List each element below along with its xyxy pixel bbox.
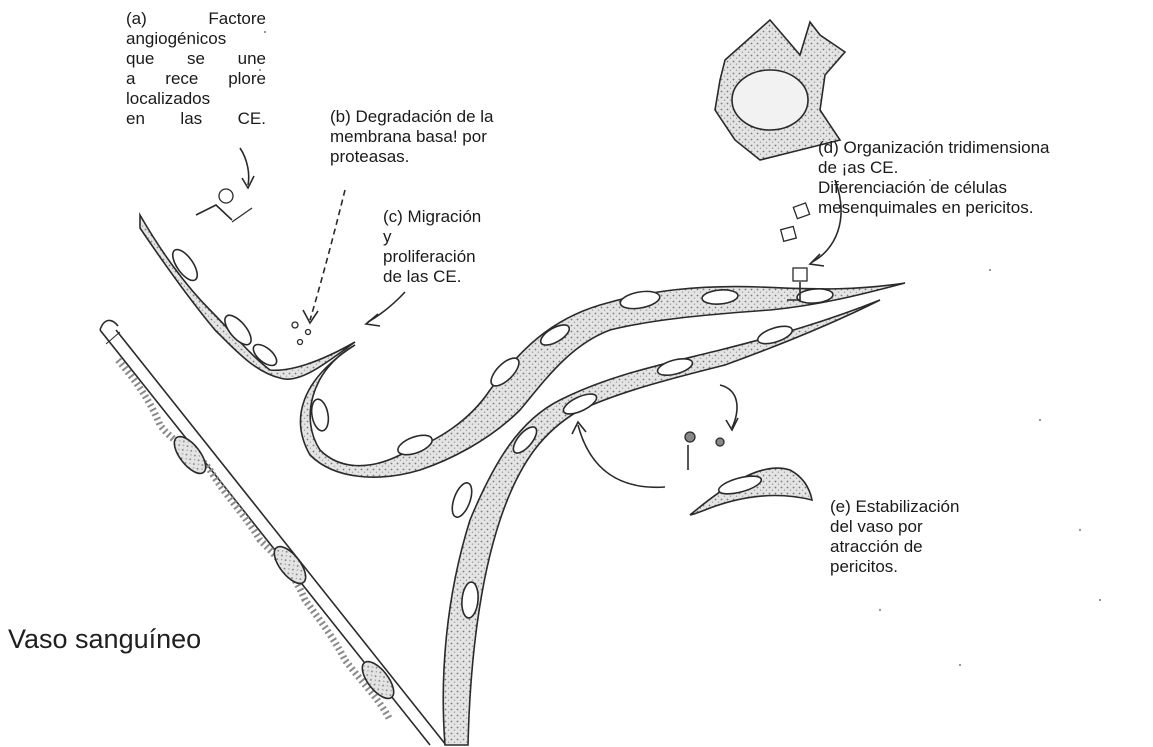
factor-particle-e1: [685, 432, 695, 442]
parent-blood-vessel: [100, 320, 446, 745]
label-d-line-3: Diferenciación de células: [818, 178, 1050, 198]
label-angiogenic-factors: (a) Factore angiogénicos que se une a re…: [126, 9, 266, 129]
protease-particle-2: [306, 330, 311, 335]
label-d-line-4: mesenquimales en pericitos.: [818, 198, 1050, 218]
label-c-line-4: de las CE.: [383, 267, 481, 287]
label-organization: (d) Organización tridimensiona de ¡as CE…: [818, 138, 1050, 218]
label-e-line-1: (e) Estabilización: [830, 497, 1020, 517]
label-a-line-2: angiogénicos: [126, 29, 266, 49]
factor-particle-e2: [716, 438, 724, 446]
vessel-nucleus-1: [169, 432, 212, 479]
label-d-line-2: de ¡as CE.: [818, 158, 1050, 178]
factor-particle-d3: [793, 268, 807, 281]
label-b-line-1: (b) Degradación de la: [330, 107, 493, 127]
protease-particle-1: [292, 322, 298, 328]
label-d-line-1: (d) Organización tridimensiona: [818, 138, 1050, 158]
label-e-line-2: del vaso por: [830, 517, 1020, 537]
label-b-line-2: membrana basa! por: [330, 127, 493, 147]
label-e-line-3: atracción de: [830, 537, 1020, 557]
label-c-line-3: proliferación: [383, 247, 481, 267]
label-a-line-1: (a) Factore: [126, 9, 266, 29]
arrow-release: [720, 385, 737, 428]
receptor-link-a: [196, 205, 232, 220]
migrating-sprout: [300, 283, 905, 477]
label-migration: (c) Migración y proliferación de las CE.: [383, 207, 481, 287]
vessel-endothelium: [118, 360, 390, 720]
mesenchymal-nucleus: [732, 70, 808, 130]
label-a-line-6: en las CE.: [126, 109, 266, 129]
protease-particle-3: [298, 340, 303, 345]
label-e-line-4: pericitos.: [830, 557, 1020, 577]
factor-particle-d2: [781, 226, 797, 241]
sprout-upper-left: [140, 215, 355, 379]
arrow-a: [240, 148, 249, 185]
arrow-b: [310, 190, 345, 320]
sprout-nucleus-1: [168, 246, 202, 285]
label-membrane-degradation: (b) Degradación de la membrana basa! por…: [330, 107, 493, 167]
factor-particle-d1: [793, 203, 809, 219]
sprout-cell-1: [309, 398, 330, 432]
lower-cell-1: [448, 480, 475, 519]
label-b-line-3: proteasas.: [330, 147, 493, 167]
label-a-line-5: localizados: [126, 89, 266, 109]
label-a-line-4: a rece plore: [126, 69, 266, 89]
label-blood-vessel: Vaso sanguíneo: [8, 622, 201, 656]
label-c-line-2: y: [383, 227, 481, 247]
label-c-line-1: (c) Migración: [383, 207, 481, 227]
label-a-line-3: que se une: [126, 49, 266, 69]
pericyte-cell: [690, 468, 812, 515]
factor-particle-a: [219, 189, 233, 203]
arrow-e-up: [578, 425, 665, 487]
label-stabilization: (e) Estabilización del vaso por atracció…: [830, 497, 1020, 577]
